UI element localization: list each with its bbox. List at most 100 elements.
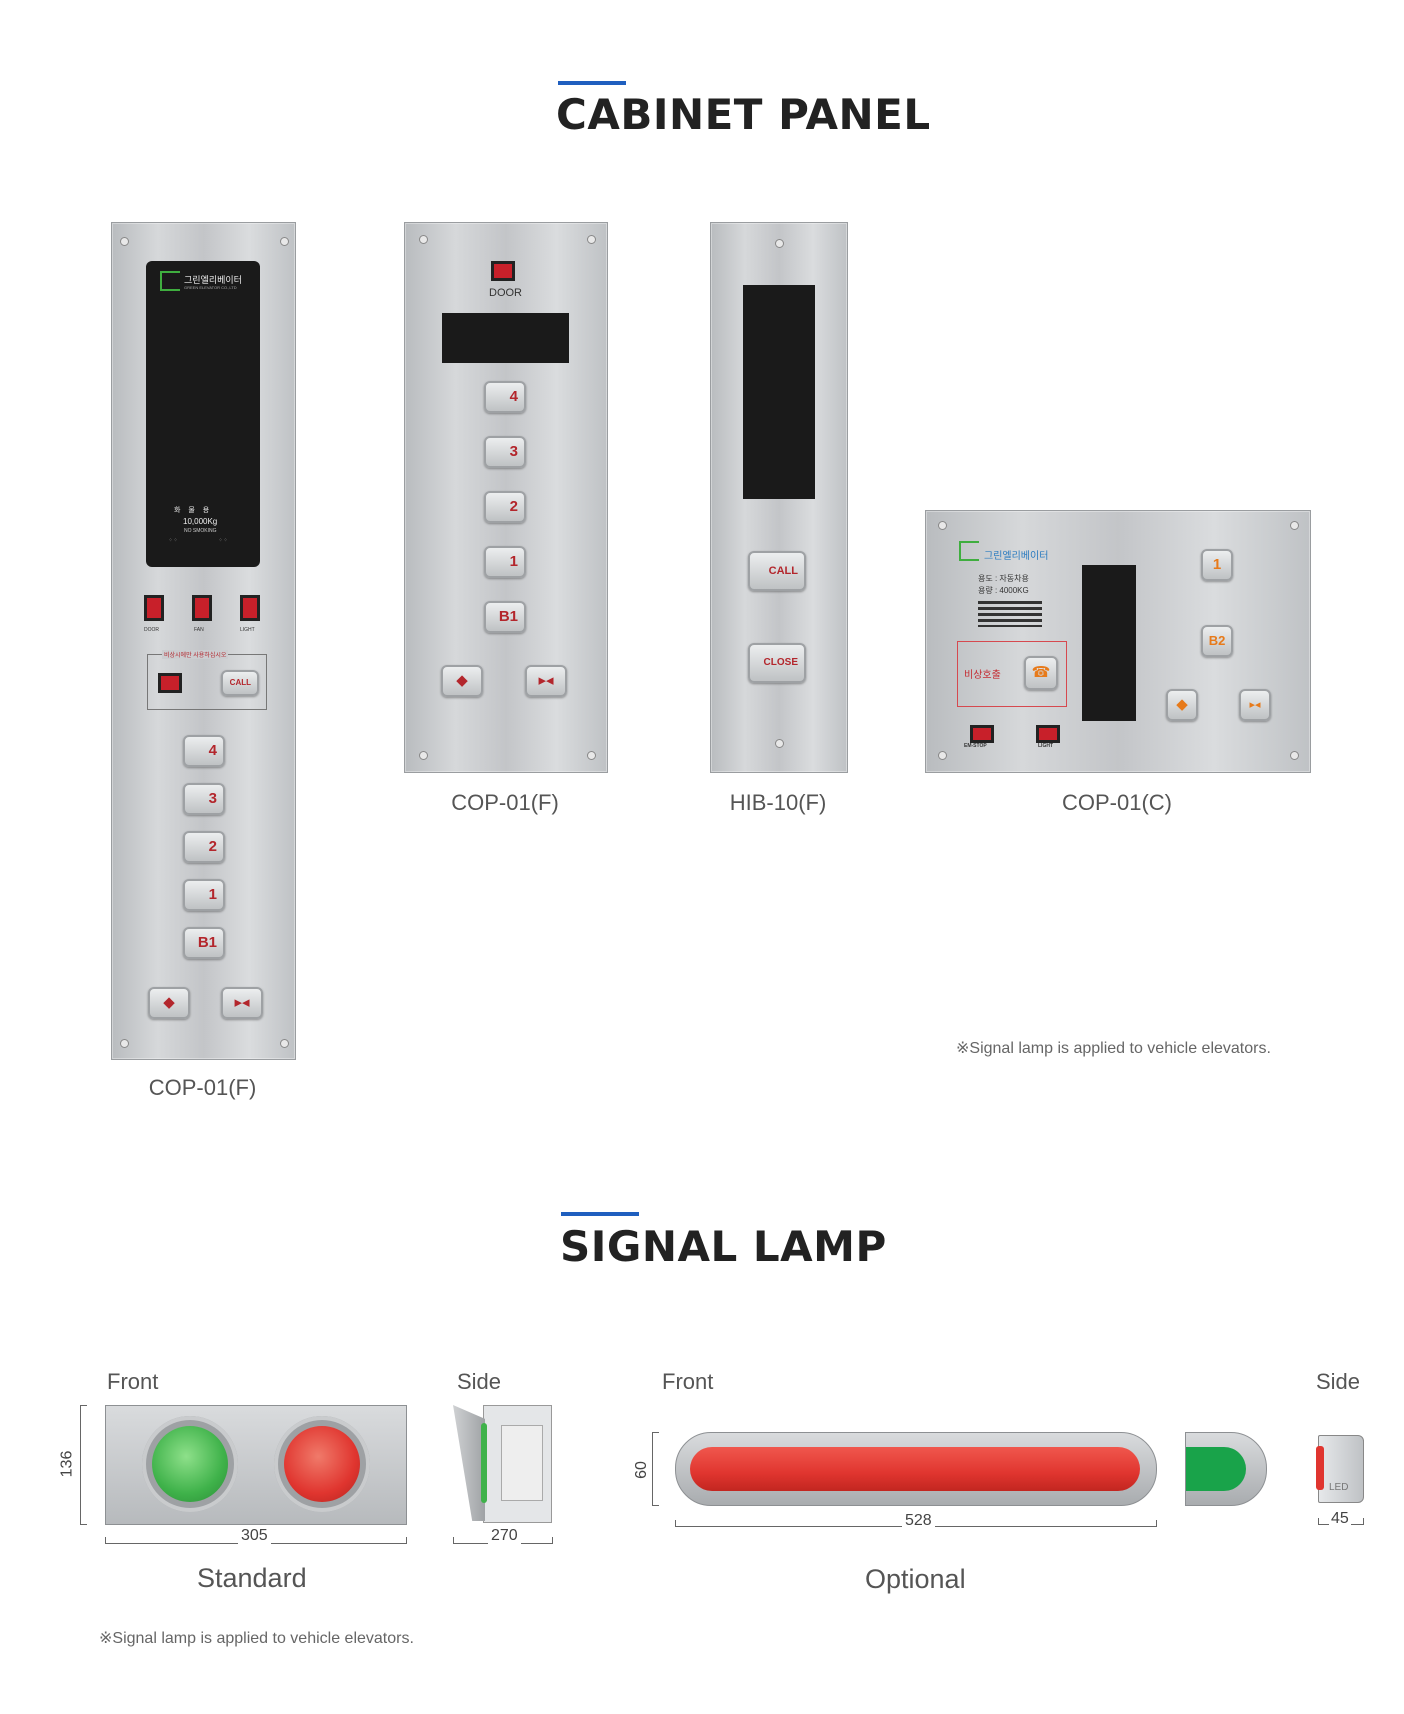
screw-icon bbox=[1290, 521, 1299, 530]
floor-button-b2[interactable]: B2 bbox=[1201, 625, 1233, 657]
screw-icon bbox=[587, 751, 596, 760]
section-accent-bar bbox=[561, 1212, 639, 1216]
optional-side-label: Side bbox=[1316, 1369, 1361, 1394]
display-panel: 그린엘리베이터 GREEN ELEVATOR CO.,LTD 화 물 용 10,… bbox=[146, 261, 260, 567]
green-lamp bbox=[142, 1416, 238, 1512]
floor-button-1[interactable]: 1 bbox=[183, 879, 225, 911]
screw-icon bbox=[419, 235, 428, 244]
light-switch[interactable] bbox=[240, 595, 260, 621]
floor-button-4[interactable]: 4 bbox=[484, 381, 526, 413]
standard-lamp-side bbox=[453, 1405, 552, 1523]
screw-icon bbox=[419, 751, 428, 760]
cabinet-note: ※Signal lamp is applied to vehicle eleva… bbox=[956, 1040, 1271, 1057]
screw-icon bbox=[280, 1039, 289, 1048]
section-accent-bar bbox=[558, 81, 626, 85]
emergency-switch[interactable] bbox=[158, 673, 182, 693]
em-stop-label: EM-STOP bbox=[964, 743, 987, 749]
optional-lamp-side: LED bbox=[1316, 1435, 1364, 1503]
floor-button-3[interactable]: 3 bbox=[183, 783, 225, 815]
optional-height-dim-line bbox=[652, 1432, 659, 1506]
led-label: LED bbox=[1329, 1482, 1349, 1493]
door-open-button[interactable]: ◆ bbox=[148, 987, 190, 1019]
floor-button-2[interactable]: 2 bbox=[183, 831, 225, 863]
optional-side-dim: 45 bbox=[1329, 1510, 1351, 1528]
screw-icon bbox=[120, 237, 129, 246]
screw-icon bbox=[775, 239, 784, 248]
screw-icon bbox=[280, 237, 289, 246]
call-button[interactable]: CALL bbox=[221, 670, 259, 696]
floor-display bbox=[442, 313, 569, 363]
door-switch[interactable] bbox=[144, 595, 164, 621]
standard-height-dim: 136 bbox=[58, 1450, 76, 1478]
fan-switch[interactable] bbox=[192, 595, 212, 621]
screw-icon bbox=[938, 751, 947, 760]
door-close-button[interactable]: ▸◂ bbox=[221, 987, 263, 1019]
logo-text: 그린엘리베이터 bbox=[984, 551, 1049, 562]
panel-caption: COP-01(F) bbox=[451, 790, 559, 815]
optional-name: Optional bbox=[865, 1564, 966, 1594]
door-close-button[interactable]: ▸◂ bbox=[525, 665, 567, 697]
door-label: DOOR bbox=[489, 287, 522, 299]
optional-width-dim: 528 bbox=[902, 1512, 935, 1530]
floor-button-3[interactable]: 3 bbox=[484, 436, 526, 468]
floor-button-1[interactable]: 1 bbox=[1201, 549, 1233, 581]
speaker-grille: ⁘⁘ bbox=[168, 538, 179, 544]
logo-subtext: GREEN ELEVATOR CO.,LTD bbox=[184, 285, 237, 290]
screw-icon bbox=[120, 1039, 129, 1048]
side-bracket bbox=[501, 1425, 543, 1501]
em-stop-switch[interactable] bbox=[970, 725, 994, 743]
usage-text: 화 물 용 bbox=[174, 507, 213, 514]
green-lamp-lens bbox=[152, 1426, 228, 1502]
standard-side-dim: 270 bbox=[488, 1527, 521, 1545]
red-bar-lens bbox=[690, 1447, 1140, 1491]
red-lamp bbox=[274, 1416, 370, 1512]
optional-height-dim: 60 bbox=[632, 1461, 650, 1479]
phone-call-button[interactable]: ☎ bbox=[1024, 656, 1058, 690]
logo-icon bbox=[160, 271, 180, 291]
light-switch[interactable] bbox=[1036, 725, 1060, 743]
standard-name: Standard bbox=[197, 1563, 307, 1593]
emergency-call-label: 비상호출 bbox=[964, 670, 1001, 681]
speaker-grille: ⁘⁘ bbox=[218, 538, 229, 544]
cop-panel-medium: DOOR 4 3 2 1 B1 ◆ ▸◂ bbox=[404, 222, 608, 773]
signal-note: ※Signal lamp is applied to vehicle eleva… bbox=[99, 1630, 414, 1647]
screw-icon bbox=[775, 739, 784, 748]
screw-icon bbox=[1290, 751, 1299, 760]
emergency-call-box: 비상호출 ☎ bbox=[957, 641, 1067, 707]
green-bar-segment bbox=[1185, 1432, 1267, 1506]
call-button[interactable]: CALL bbox=[748, 551, 806, 591]
panel-caption: COP-01(F) bbox=[148, 1075, 257, 1100]
close-button[interactable]: CLOSE bbox=[748, 643, 806, 683]
door-open-button[interactable]: ◆ bbox=[1166, 689, 1198, 721]
green-bar-lens bbox=[1186, 1447, 1246, 1491]
emergency-box: 비상시에만 사용하십시오 CALL bbox=[147, 650, 267, 710]
switch-label-light: LIGHT bbox=[240, 627, 255, 633]
door-open-button[interactable]: ◆ bbox=[441, 665, 483, 697]
usage-line: 용도 : 자동차용 bbox=[978, 574, 1029, 583]
door-switch[interactable] bbox=[491, 261, 515, 281]
hib-panel: CALL CLOSE bbox=[710, 222, 848, 773]
no-smoking-text: NO SMOKING bbox=[184, 528, 217, 534]
standard-width-dim: 305 bbox=[238, 1527, 271, 1545]
display-panel bbox=[1082, 565, 1136, 721]
display-panel bbox=[743, 285, 815, 499]
capacity-text: 10,000Kg bbox=[183, 517, 218, 526]
door-close-button[interactable]: ▸◂ bbox=[1239, 689, 1271, 721]
floor-button-1[interactable]: 1 bbox=[484, 546, 526, 578]
floor-button-b1[interactable]: B1 bbox=[484, 601, 526, 633]
optional-front-label: Front bbox=[662, 1369, 714, 1394]
screw-icon bbox=[938, 521, 947, 530]
optional-lamp-front bbox=[675, 1432, 1157, 1506]
standard-front-label: Front bbox=[107, 1369, 159, 1394]
red-lamp-lens bbox=[284, 1426, 360, 1502]
light-label: LIGHT bbox=[1038, 743, 1053, 749]
floor-button-2[interactable]: 2 bbox=[484, 491, 526, 523]
logo-icon bbox=[959, 541, 979, 561]
floor-button-b1[interactable]: B1 bbox=[183, 927, 225, 959]
speaker-grille bbox=[978, 601, 1042, 627]
switch-label-door: DOOR bbox=[144, 627, 159, 633]
cop-panel-large: 그린엘리베이터 GREEN ELEVATOR CO.,LTD 화 물 용 10,… bbox=[111, 222, 296, 1060]
floor-button-4[interactable]: 4 bbox=[183, 735, 225, 767]
logo-text: 그린엘리베이터 bbox=[184, 275, 242, 285]
cop-panel-horizontal: 그린엘리베이터 용도 : 자동차용 용량 : 4000KG 비상호출 ☎ EM-… bbox=[925, 510, 1311, 773]
